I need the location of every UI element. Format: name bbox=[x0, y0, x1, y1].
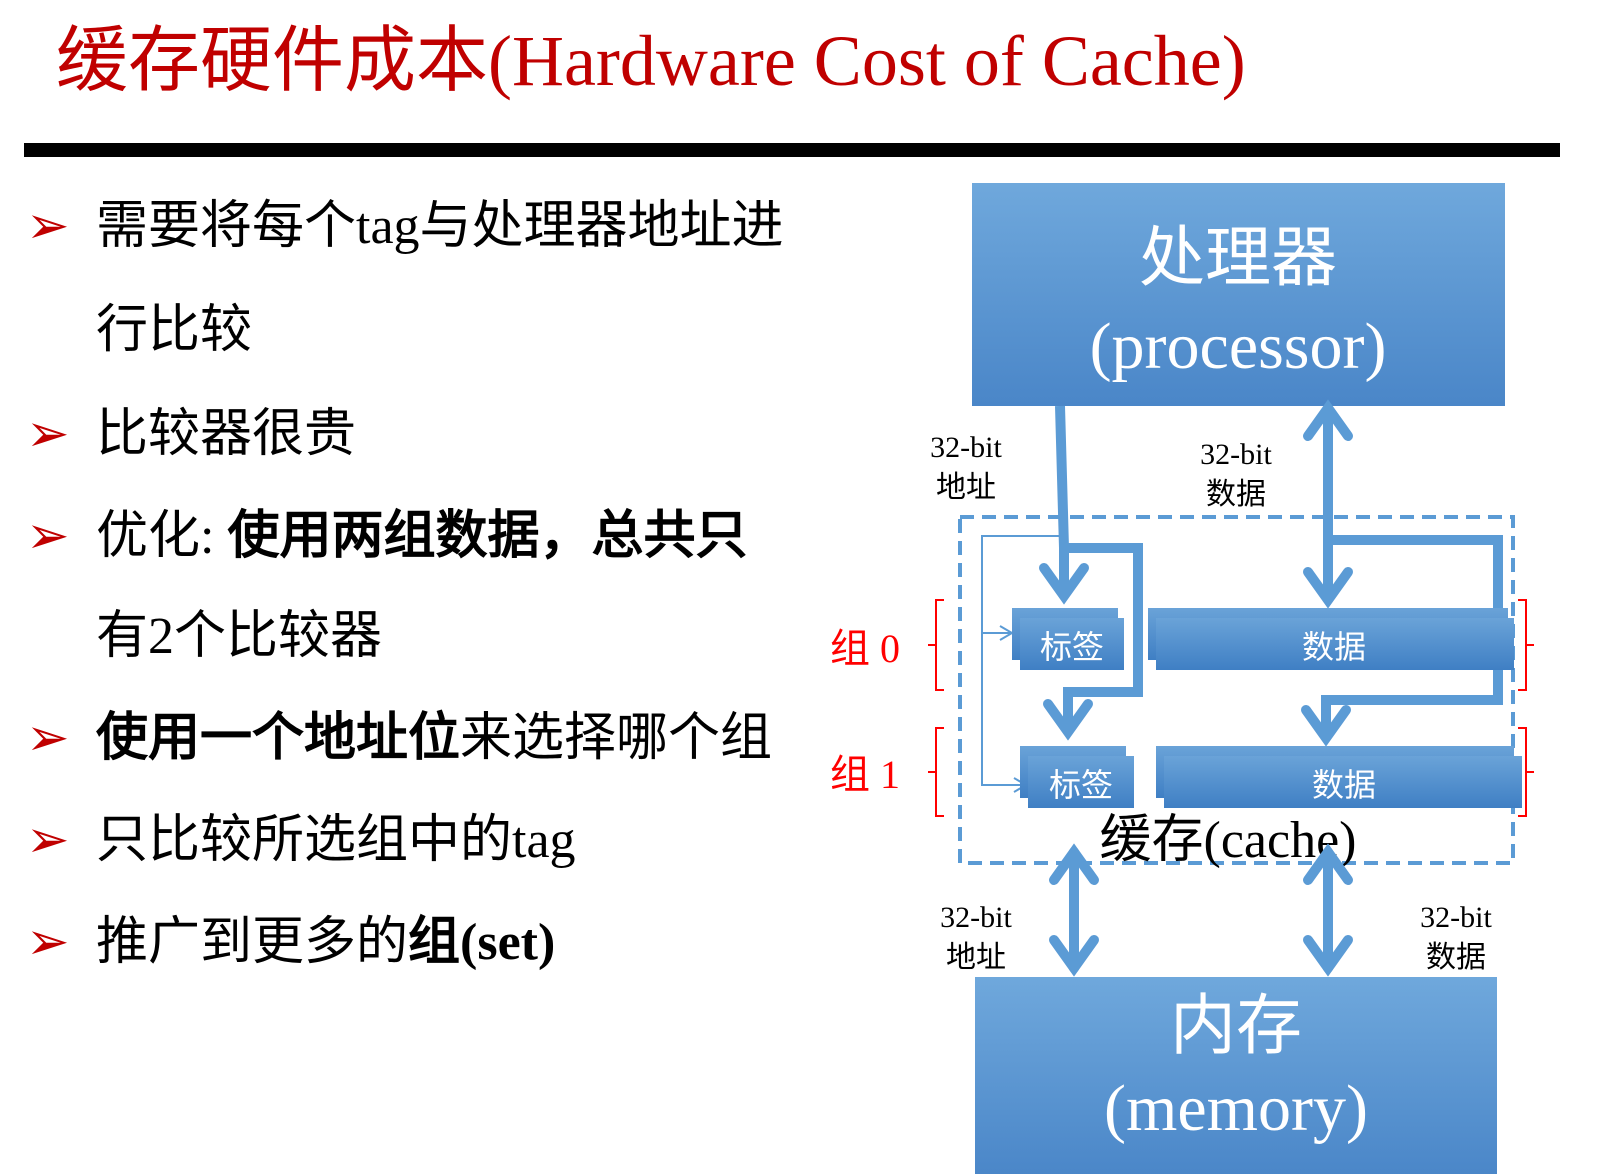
set1-data-box bbox=[1164, 756, 1522, 808]
arrowhead-down-icon bbox=[1049, 935, 1099, 977]
set0-label: 组 0 bbox=[830, 626, 900, 671]
bullet-arrow-icon: ➢ bbox=[26, 914, 70, 971]
set0-tag-box bbox=[1020, 618, 1124, 670]
arrowhead-down-icon bbox=[1301, 705, 1351, 747]
set1-tag-label: 标签 bbox=[1049, 767, 1113, 803]
bullet-item: ➢ 只比较所选组中的tag bbox=[26, 810, 576, 872]
top-data-label: 数据 bbox=[1206, 478, 1266, 511]
bullet-bold-text: 组(set) bbox=[408, 914, 556, 971]
processor-en-label: (processor) bbox=[1090, 310, 1387, 383]
processor-cn-label: 处理器 bbox=[1139, 222, 1337, 295]
bullet-continuation: 行比较 bbox=[26, 300, 252, 362]
bullet-item: ➢ 比较器很贵 bbox=[26, 404, 356, 466]
top-addr-label: 地址 bbox=[936, 471, 996, 504]
memory-links bbox=[1049, 843, 1353, 977]
set0-data-box bbox=[1156, 618, 1514, 670]
arrowhead-down-icon bbox=[1043, 699, 1093, 741]
bullet-continuation: 有2个比较器 bbox=[26, 606, 382, 668]
bullet-text: 优化: bbox=[96, 508, 228, 565]
bullet-text: 推广到更多的 bbox=[96, 914, 409, 971]
arrowhead-up-icon bbox=[1303, 399, 1353, 441]
memory-box bbox=[975, 977, 1497, 1174]
arrowhead-down-icon bbox=[1039, 563, 1089, 605]
title-divider bbox=[24, 143, 1560, 157]
arrowhead-down-icon bbox=[1303, 567, 1353, 609]
set1-data-label: 数据 bbox=[1312, 767, 1376, 803]
bullet-arrow-icon: ➢ bbox=[26, 812, 70, 869]
arrowhead-up-icon bbox=[1303, 843, 1353, 885]
set1-tag-box bbox=[1028, 756, 1134, 808]
bullet-arrow-icon: ➢ bbox=[26, 406, 70, 463]
top-addr-width-label: 32-bit bbox=[930, 431, 1002, 464]
cache-label: 缓存(cache) bbox=[1100, 812, 1357, 869]
bot-data-label: 数据 bbox=[1426, 941, 1486, 974]
bullet-bold-text: 使用两组数据，总共只 bbox=[227, 508, 748, 565]
bullet-text: 行比较 bbox=[96, 302, 253, 359]
set0-tag-label: 标签 bbox=[1040, 629, 1104, 665]
cache-boundary bbox=[958, 515, 1515, 865]
set1-label: 组 1 bbox=[830, 752, 900, 797]
set0-data-label: 数据 bbox=[1302, 629, 1366, 665]
arrowhead-down-icon bbox=[1303, 935, 1353, 977]
bullet-bold-text: 使用一个地址位 bbox=[96, 710, 461, 767]
bullet-item: ➢ 优化: 使用两组数据，总共只 bbox=[26, 506, 747, 568]
bot-addr-label: 地址 bbox=[946, 941, 1006, 974]
bullet-arrow-icon: ➢ bbox=[26, 508, 70, 565]
memory-cn-label: 内存 bbox=[1170, 990, 1302, 1063]
bullet-arrow-icon: ➢ bbox=[26, 198, 70, 255]
processor-box bbox=[972, 183, 1505, 406]
bullet-text: 来选择哪个组 bbox=[460, 710, 773, 767]
bullet-text: 有2个比较器 bbox=[96, 608, 383, 665]
memory-en-label: (memory) bbox=[1104, 1072, 1368, 1145]
arrowhead-up-icon bbox=[1049, 843, 1099, 885]
bullet-text: 只比较所选组中的tag bbox=[96, 812, 576, 869]
bullet-item: ➢ 推广到更多的组(set) bbox=[26, 912, 555, 974]
bullet-text: 比较器很贵 bbox=[96, 406, 357, 463]
bullet-text: 需要将每个tag与处理器地址进 bbox=[96, 198, 784, 255]
set-brackets bbox=[928, 599, 1534, 817]
slide-title: 缓存硬件成本(Hardware Cost of Cache) bbox=[56, 21, 1246, 101]
bullet-item: ➢ 需要将每个tag与处理器地址进 bbox=[26, 196, 784, 258]
top-data-width-label: 32-bit bbox=[1200, 438, 1272, 471]
bot-data-width-label: 32-bit bbox=[1420, 901, 1492, 934]
bullet-item: ➢ 使用一个地址位来选择哪个组 bbox=[26, 708, 772, 770]
address-path bbox=[1055, 405, 1143, 724]
bullet-arrow-icon: ➢ bbox=[26, 710, 70, 767]
bot-addr-width-label: 32-bit bbox=[940, 901, 1012, 934]
